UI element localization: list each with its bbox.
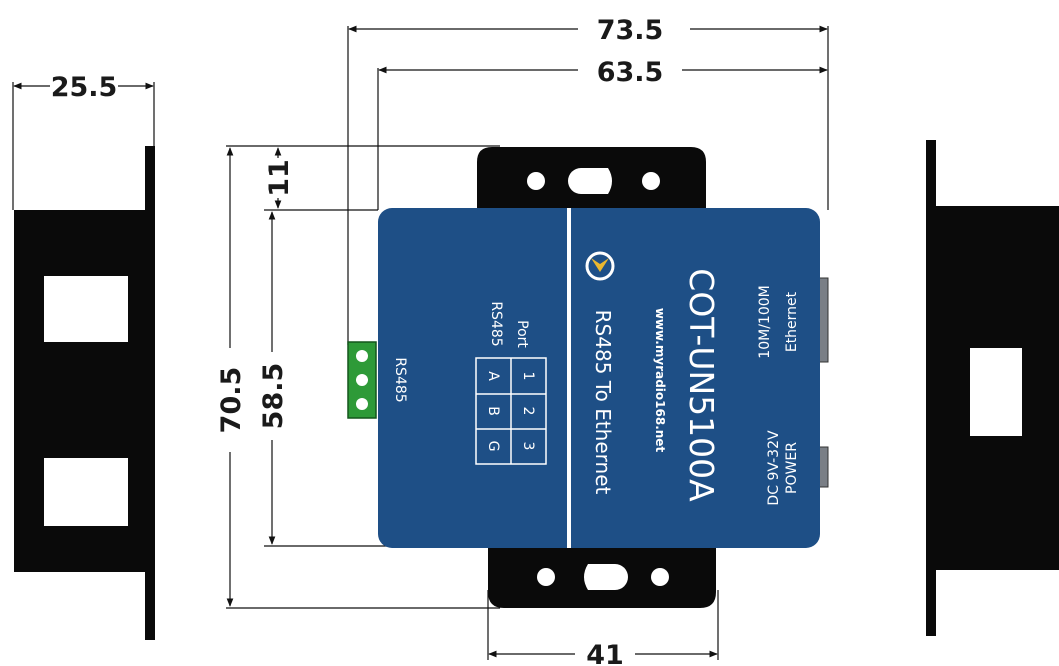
dim-body-height: 58.5 [258,363,289,430]
port-number: 2 [520,407,536,416]
port-number: 1 [520,372,536,381]
terminal-screw [356,398,368,410]
port-signal: A [485,371,501,381]
dim-flange-height: 11 [264,159,295,197]
left-side-cutout-top [44,276,128,342]
dim-overall-width: 73.5 [597,15,664,46]
top-mounting-bracket [477,147,706,218]
brand-logo-icon [585,251,615,281]
right-side-view [926,140,1059,636]
port-signal: B [485,406,501,416]
dim-mount-spacing: 41 [586,640,624,666]
power-label: DC 9V-32V [766,430,782,506]
port-table: 1 2 3 A B G [475,357,547,465]
dim-body-width: 63.5 [597,57,664,88]
bracket-hole [642,172,660,190]
housing-body [378,208,820,548]
bottom-mounting-bracket [488,540,716,608]
right-side-cutout [970,348,1022,436]
left-side-view: 25.5 [12,72,155,640]
port-number: 3 [520,442,536,451]
port-table-subtitle: RS485 [488,301,504,346]
vertical-dimensions: 70.5 58.5 11 [216,145,500,609]
power-label-2: POWER [784,442,800,494]
device-function: RS485 To Ethernet [591,310,615,495]
ethernet-label: 10M/100M [757,285,773,358]
device-housing: RS485 Port RS485 1 2 3 A B G RS485 To Et… [347,208,829,548]
dim-side-depth: 25.5 [51,72,118,103]
port-table-title: Port [514,320,530,348]
bracket-hole [527,172,545,190]
terminal-label: RS485 [392,357,408,402]
bracket-hole [537,568,555,586]
terminal-screw [356,374,368,386]
terminal-screw [356,350,368,362]
dim-overall-height: 70.5 [216,367,247,434]
device-url: www.myradio168.net [653,308,667,453]
ethernet-label-2: Ethernet [784,291,800,352]
port-signal: G [485,441,501,452]
bracket-hole [651,568,669,586]
rs485-terminal-block [347,341,377,419]
device-model: COT-UN5100A [682,268,721,502]
left-side-cutout-bottom [44,458,128,526]
top-dimensions: 73.5 63.5 [347,15,829,345]
left-side-profile [14,146,155,640]
bottom-dimension: 41 [487,590,719,666]
